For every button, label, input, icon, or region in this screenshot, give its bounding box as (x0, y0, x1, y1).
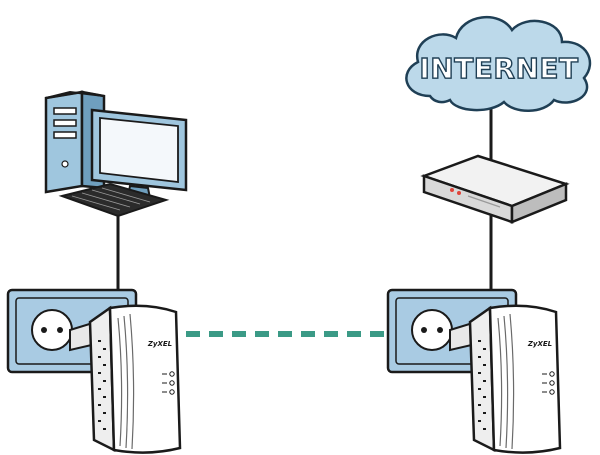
adapter-brand-label: ZyXEL (527, 340, 552, 348)
cloud-label: INTERNET (419, 52, 578, 85)
powerline-adapter-icon: ZyXEL (69, 304, 182, 454)
adapter-status-leds (169, 371, 175, 395)
router-led-2 (457, 191, 461, 195)
connection-lines (116, 108, 493, 290)
adapter-brand-label: ZyXEL (147, 340, 172, 348)
desktop-computer-icon (44, 90, 188, 218)
powerline-adapter-icon: ZyXEL (449, 304, 562, 454)
adapter-status-leds (549, 371, 555, 395)
cloud-internet-icon: INTERNET (405, 16, 592, 112)
router-icon (420, 154, 570, 224)
router-led-1 (450, 188, 454, 192)
